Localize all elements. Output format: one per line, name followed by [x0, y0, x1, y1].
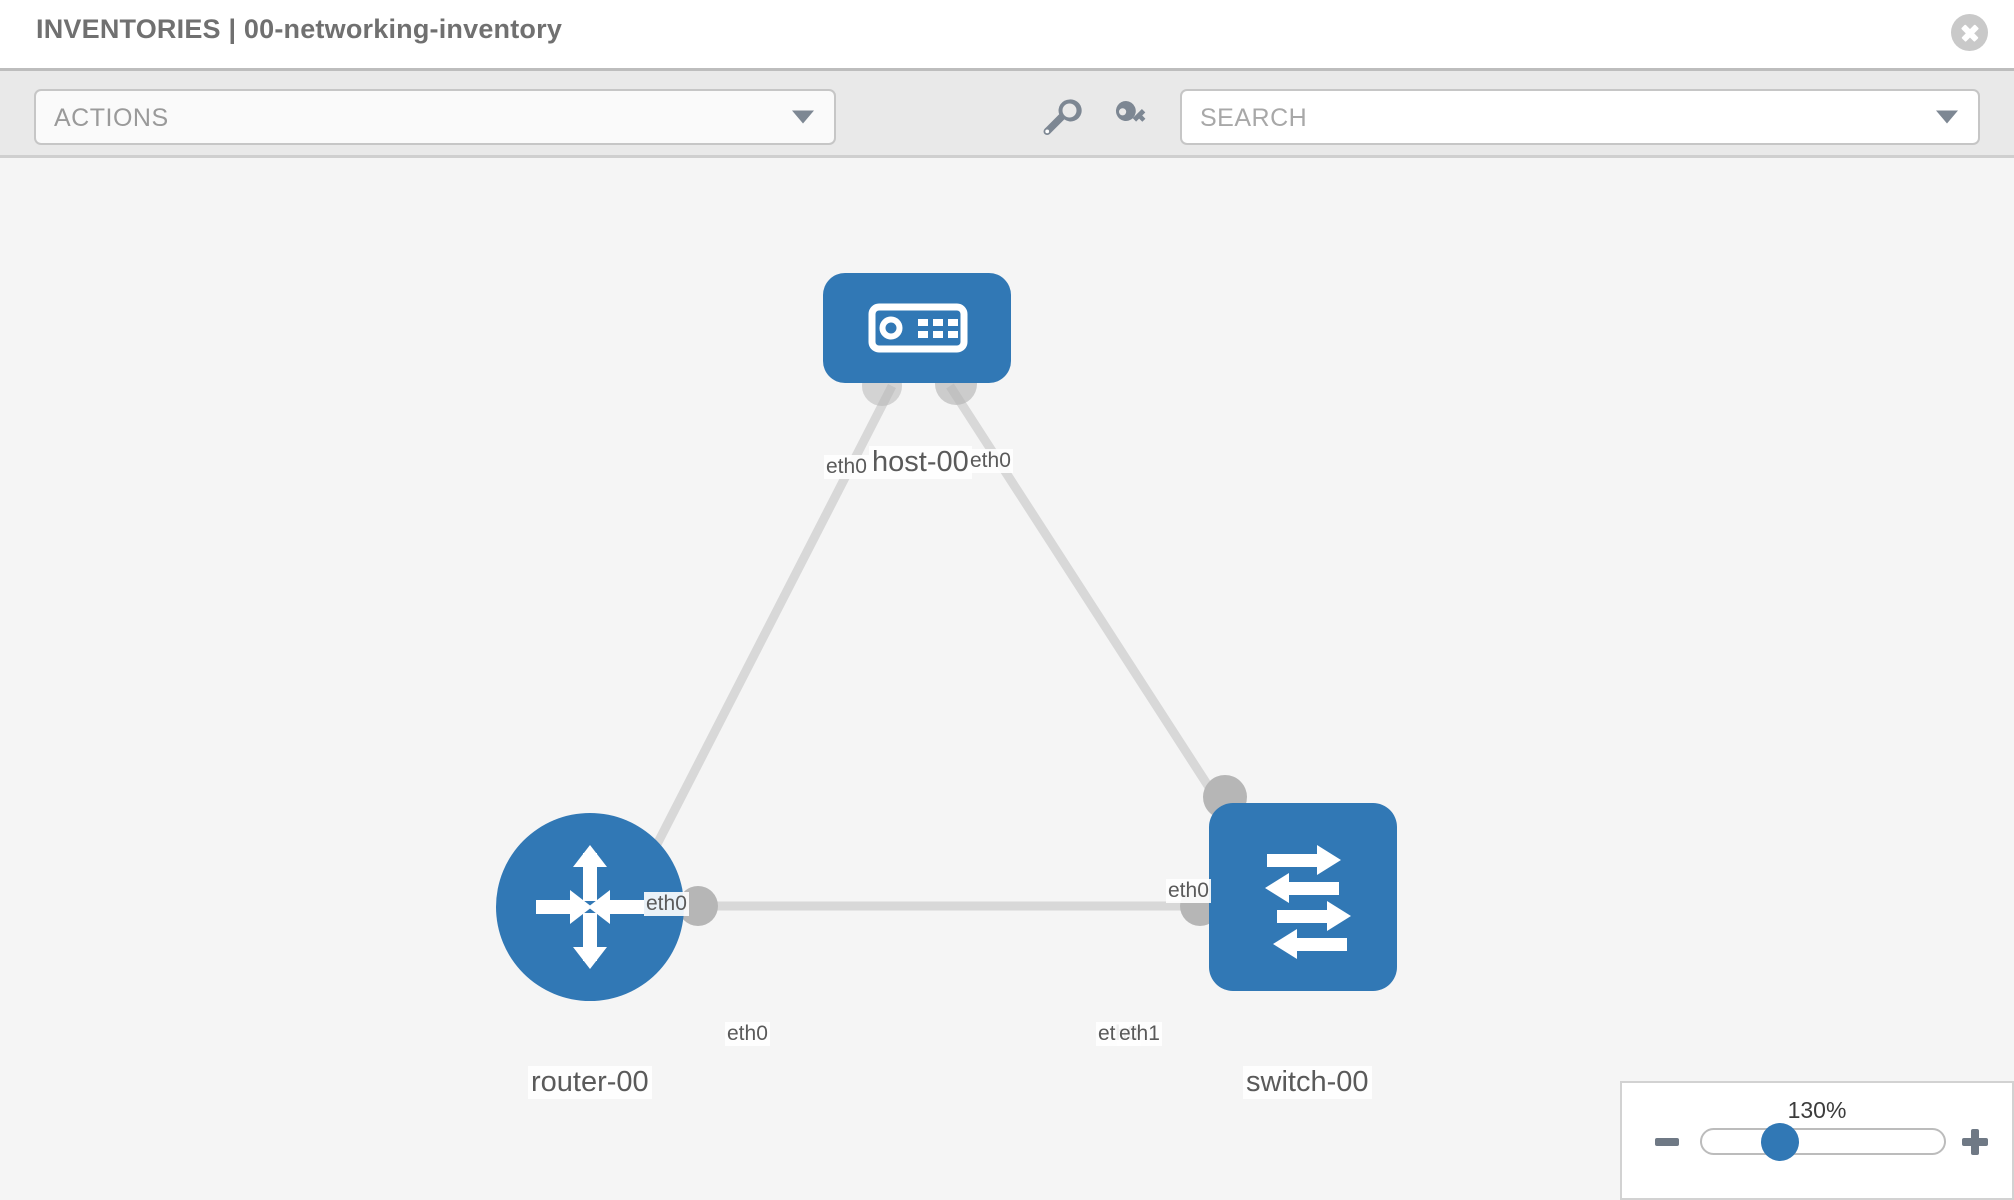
- page-title: INVENTORIES | 00-networking-inventory: [36, 14, 563, 44]
- topology-canvas[interactable]: host-00: [0, 158, 2014, 1200]
- zoom-level-label: 130%: [1787, 1097, 1847, 1123]
- zoom-control-panel: 130%: [1620, 1081, 2014, 1200]
- close-icon[interactable]: [1951, 14, 1988, 51]
- graph-node-switch-00[interactable]: [1209, 803, 1397, 991]
- actions-dropdown[interactable]: ACTIONS: [34, 89, 836, 145]
- minus-icon[interactable]: [1655, 1138, 1679, 1146]
- chevron-down-icon[interactable]: [1936, 110, 1958, 124]
- edge-label-router-right: eth0: [725, 1022, 770, 1046]
- zoom-slider-thumb[interactable]: [1761, 1123, 1799, 1161]
- toolbar: ACTIONS SEARCH: [0, 68, 2014, 158]
- key-icon[interactable]: [1108, 93, 1154, 139]
- router-arrows-icon: [536, 845, 644, 969]
- edge-label-host-right: eth0: [968, 449, 1013, 473]
- graph-node-host-00[interactable]: [823, 273, 1011, 383]
- edge-label-router-upper: eth0: [644, 892, 689, 916]
- edge-label-switch-upper: eth0: [1166, 879, 1211, 903]
- zoom-slider-track[interactable]: [1700, 1128, 1946, 1155]
- edge-label-switch-left-eth1: eth1: [1117, 1022, 1162, 1046]
- plus-icon[interactable]: [1962, 1129, 1988, 1155]
- window-header: INVENTORIES | 00-networking-inventory: [0, 0, 2014, 68]
- edge-label-host-left: eth0: [824, 455, 869, 479]
- search-input[interactable]: SEARCH: [1180, 89, 1980, 145]
- network-graph: host-00: [0, 158, 2014, 1200]
- chevron-down-icon: [792, 110, 814, 124]
- node-label-host-00: host-00: [869, 446, 972, 479]
- server-icon: [868, 303, 968, 353]
- search-placeholder: SEARCH: [1200, 104, 1308, 132]
- node-label-router-00: router-00: [528, 1066, 652, 1099]
- wrench-icon[interactable]: [1037, 93, 1083, 139]
- switch-arrows-icon: [1265, 845, 1351, 959]
- actions-dropdown-label: ACTIONS: [54, 104, 169, 132]
- node-label-switch-00: switch-00: [1243, 1066, 1372, 1099]
